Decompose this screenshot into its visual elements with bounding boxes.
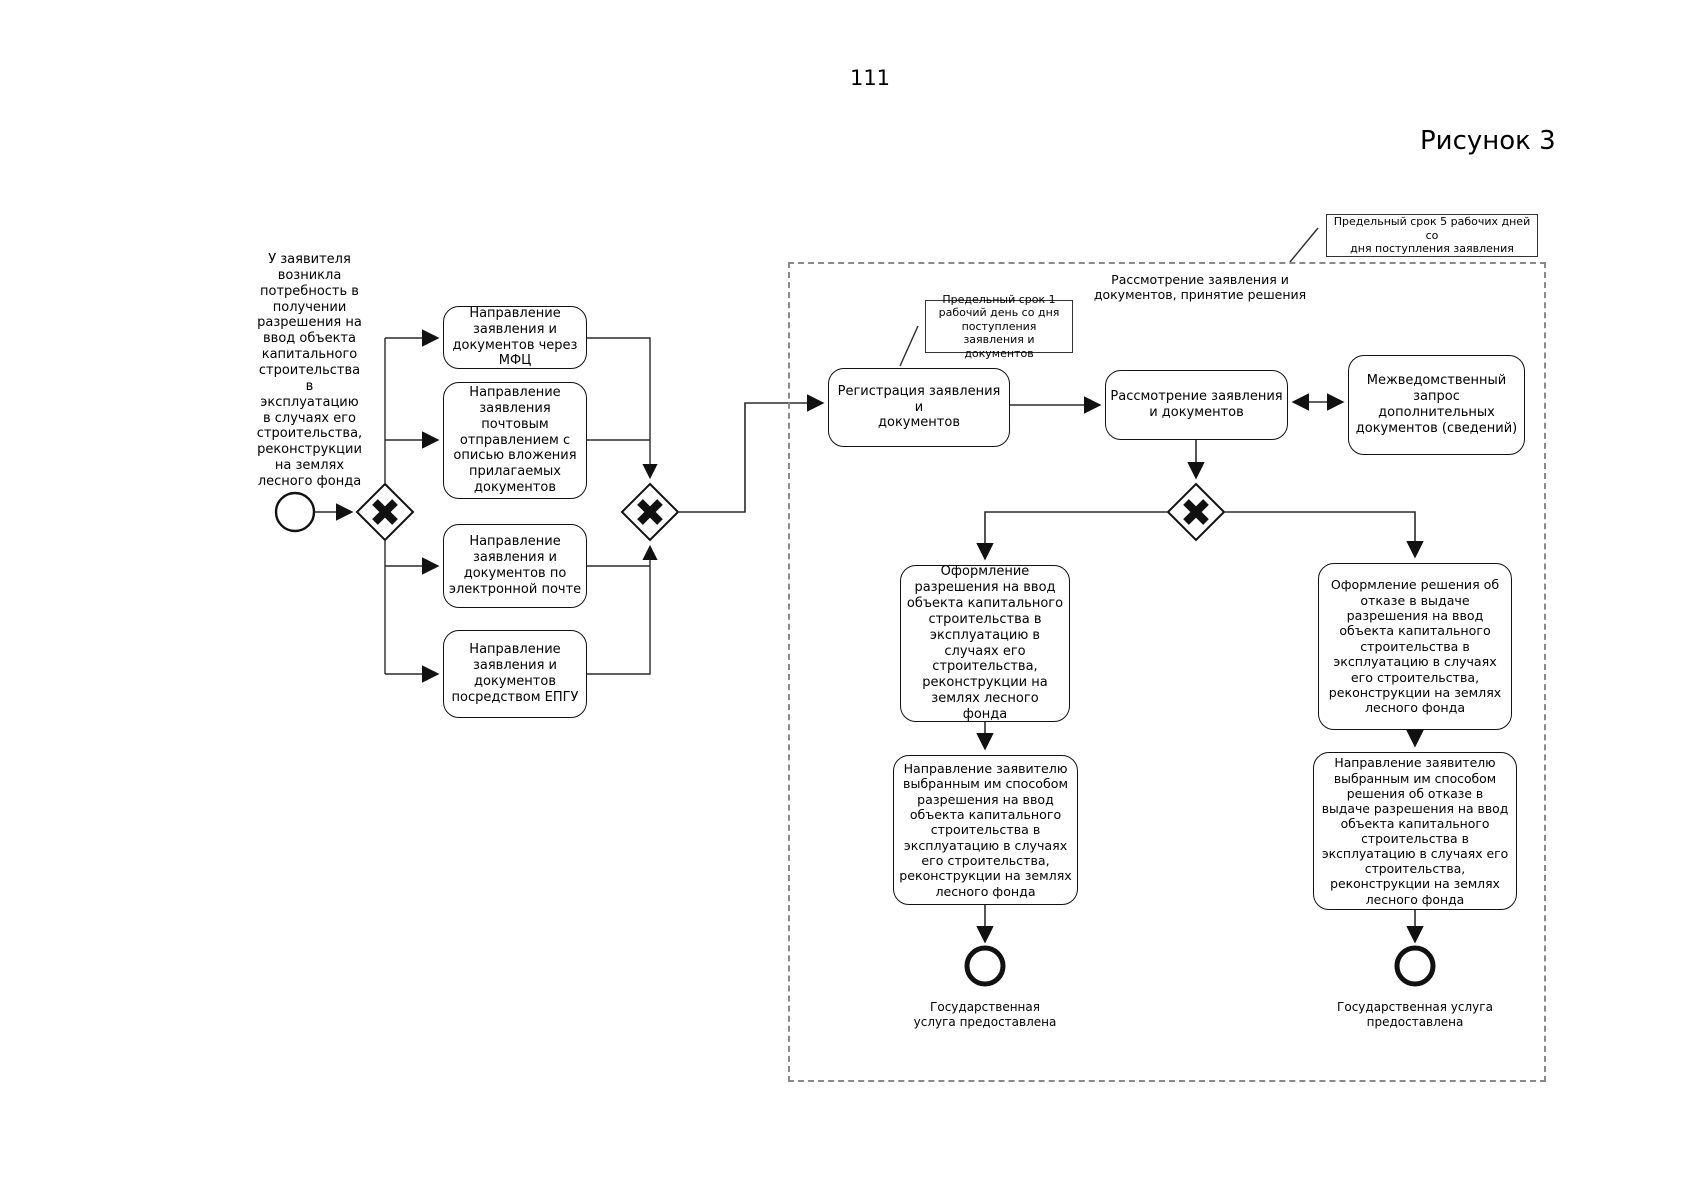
task-send-refusal: Направление заявителю выбранным им спосо… bbox=[1313, 752, 1517, 910]
task-registration: Регистрация заявления и документов bbox=[828, 368, 1010, 447]
exclusive-gateway-merge-icon bbox=[620, 482, 680, 542]
subprocess-container bbox=[788, 262, 1546, 1082]
task-channel-epgu: Направление заявления и документов посре… bbox=[443, 630, 587, 718]
start-event-circle bbox=[274, 491, 316, 533]
task-channel-mail: Направление заявления почтовым отправлен… bbox=[443, 382, 587, 499]
annotation-five-days: Предельный срок 5 рабочих дней со дня по… bbox=[1326, 214, 1538, 257]
figure-caption: Рисунок 3 bbox=[1420, 126, 1556, 156]
task-review: Рассмотрение заявления и документов bbox=[1105, 370, 1288, 440]
start-event-label: У заявителя возникла потребность в получ… bbox=[256, 252, 363, 490]
flow-mfc-to-merge bbox=[587, 337, 658, 480]
end-event-label-right: Государственная услуга предоставлена bbox=[1337, 1000, 1493, 1029]
task-issue-permit: Оформление разрешения на ввод объекта ка… bbox=[900, 564, 1070, 722]
task-issue-refusal: Оформление решения об отказе в выдаче ра… bbox=[1318, 563, 1512, 730]
end-event-label-left: Государственная услуга предоставлена bbox=[913, 1000, 1057, 1029]
task-send-permit: Направление заявителю выбранным им спосо… bbox=[893, 755, 1078, 905]
annotation-link-five-days bbox=[1289, 227, 1319, 263]
task-channel-mfc: Направление заявления и документов через… bbox=[443, 306, 587, 369]
exclusive-gateway-split-icon bbox=[355, 482, 415, 542]
subprocess-title: Рассмотрение заявления и документов, при… bbox=[1093, 272, 1307, 303]
flow-epgu-to-merge bbox=[587, 544, 658, 675]
task-interagency-request: Межведомственный запрос дополнительных д… bbox=[1348, 355, 1525, 455]
annotation-one-day: Предельный срок 1 рабочий день со дня по… bbox=[925, 293, 1073, 360]
page-number: 111 bbox=[849, 66, 891, 90]
task-channel-email: Направление заявления и документов по эл… bbox=[443, 524, 587, 608]
